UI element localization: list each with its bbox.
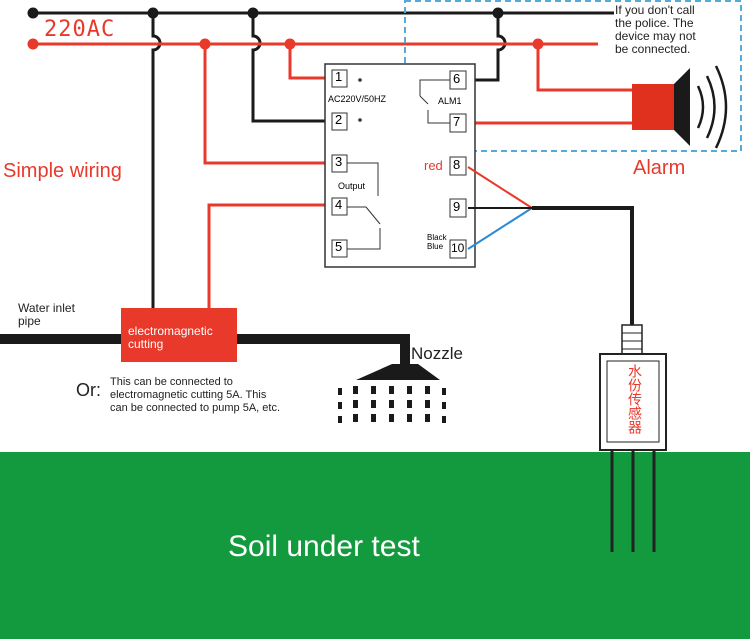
blue-wire-label: Blue (427, 242, 444, 251)
sensor-label: 水份传感器 (626, 364, 642, 434)
terminal-6: 6 (453, 71, 461, 86)
water-inlet-label: Water inlet pipe (18, 301, 75, 328)
water-pipe (0, 334, 410, 374)
terminal-10: 10 (451, 241, 465, 255)
or-label: Or: (76, 380, 101, 400)
alarm-contact-label: ALM1 (438, 96, 462, 106)
live-bus (27, 38, 640, 308)
or-note: This can be connected to electromagnetic… (110, 376, 281, 414)
simple-wiring-label: Simple wiring (3, 160, 122, 182)
moisture-sensor (599, 324, 667, 552)
sensor-wires (467, 166, 634, 330)
soil-label: Soil under test (228, 530, 420, 563)
valve-label: electromagnetic cutting (128, 324, 213, 351)
output-label: Output (338, 181, 366, 191)
neutral-bus (27, 7, 614, 308)
nozzle (338, 364, 446, 423)
valve-box (121, 308, 237, 362)
terminal-8: 8 (453, 157, 461, 172)
nozzle-label: Nozzle (411, 344, 463, 363)
terminal-3: 3 (335, 154, 343, 169)
soil-area (0, 452, 750, 639)
terminal-2: 2 (335, 112, 343, 127)
black-wire-label: Black (427, 233, 447, 242)
alarm-optional-box (404, 0, 742, 152)
supply-label: 220AC (44, 17, 116, 42)
alarm-note: If you don't call the police. The device… (615, 3, 696, 56)
alarm-label: Alarm (633, 157, 686, 179)
terminal-7: 7 (453, 114, 461, 129)
terminal-9: 9 (453, 199, 461, 214)
controller-box (324, 63, 476, 268)
red-wire-label: red (424, 158, 443, 173)
rating-label: AC220V/50HZ (328, 94, 387, 104)
terminal-4: 4 (335, 197, 343, 212)
alarm-speaker-icon (632, 65, 728, 149)
terminal-1: 1 (335, 69, 343, 84)
terminal-5: 5 (335, 239, 343, 254)
